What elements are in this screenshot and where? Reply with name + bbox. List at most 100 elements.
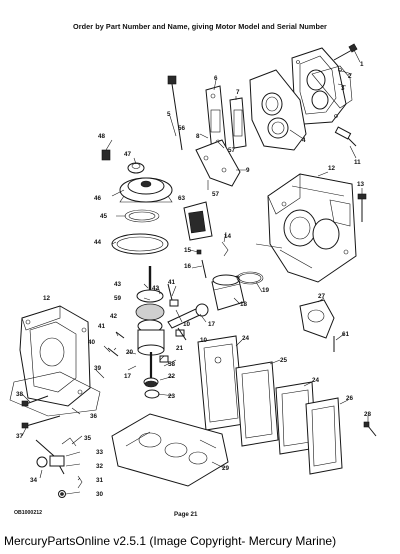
- callout-11: 11: [354, 159, 361, 166]
- callout-3: 3: [341, 85, 345, 92]
- callout-17a: 17: [208, 321, 216, 328]
- callout-30: 30: [96, 491, 104, 498]
- connecting-rod[interactable]: [167, 303, 209, 329]
- callout-41a: 41: [168, 279, 176, 286]
- callout-1: 1: [360, 61, 364, 68]
- callout-10a: 10: [183, 321, 191, 328]
- callout-27: 27: [318, 293, 326, 300]
- callout-47: 47: [124, 151, 132, 158]
- crankshaft[interactable]: [135, 266, 165, 378]
- callout-28: 28: [364, 411, 372, 418]
- callout-43: 43: [114, 281, 122, 288]
- callout-48: 48: [98, 133, 106, 140]
- callout-26: 26: [346, 395, 354, 402]
- callout-36: 36: [90, 413, 98, 420]
- callout-18: 18: [240, 301, 248, 308]
- callout-9: 9: [246, 167, 250, 174]
- callout-33: 33: [96, 449, 104, 456]
- alignment-pins[interactable]: [107, 283, 187, 357]
- page-number: Page 21: [174, 511, 198, 518]
- large-gasket[interactable]: [111, 233, 169, 255]
- callout-32: 32: [96, 463, 104, 470]
- exhaust-cover-gasket[interactable]: [311, 65, 353, 109]
- callout-38: 38: [16, 391, 24, 398]
- mounting-bracket[interactable]: [195, 139, 241, 187]
- callout-13: 13: [357, 181, 365, 188]
- callout-61: 61: [342, 331, 350, 338]
- callout-45: 45: [100, 213, 108, 220]
- callout-63: 63: [178, 195, 186, 202]
- cover-gasket[interactable]: [9, 371, 101, 417]
- callout-58: 58: [168, 361, 176, 368]
- callout-44: 44: [94, 239, 102, 246]
- callout-57b: 57: [212, 191, 220, 198]
- exhaust-cover-plate[interactable]: [291, 47, 347, 125]
- callout-42a: 42: [152, 285, 160, 292]
- block-stud-bolt[interactable]: [357, 193, 367, 222]
- callout-19: 19: [262, 287, 270, 294]
- wrist-pin[interactable]: [201, 259, 207, 279]
- callout-57a: 57: [228, 147, 236, 154]
- callout-41b: 41: [98, 323, 106, 330]
- callout-15: 15: [184, 247, 192, 254]
- callout-23: 23: [168, 393, 176, 400]
- upper-seal[interactable]: [127, 162, 145, 174]
- cover-bolts[interactable]: [21, 395, 61, 429]
- cylinder-block[interactable]: [255, 173, 357, 283]
- callout-10b: 10: [200, 337, 208, 344]
- callout-24a: 24: [242, 335, 250, 342]
- callout-8: 8: [196, 133, 200, 140]
- o-ring-upper[interactable]: [124, 209, 160, 223]
- callout-37: 37: [16, 433, 24, 440]
- small-washers[interactable]: [58, 475, 83, 498]
- callout-39: 39: [94, 365, 102, 372]
- callout-20: 20: [126, 349, 134, 356]
- callout-31: 31: [96, 477, 104, 484]
- callout-56: 56: [178, 125, 186, 132]
- temperature-sensor[interactable]: [334, 126, 357, 147]
- needle-bearing[interactable]: [159, 299, 185, 363]
- callout-7: 7: [236, 89, 240, 96]
- callout-42b: 42: [110, 313, 118, 320]
- exhaust-plate-gasket-d[interactable]: [305, 397, 343, 475]
- lower-seal[interactable]: [143, 377, 160, 399]
- image-copyright-footer: MercuryPartsOnline v2.5.1 (Image Copyrig…: [0, 528, 400, 554]
- piston[interactable]: [211, 274, 245, 311]
- callout-leaders: [21, 49, 369, 495]
- transfer-port-gasket[interactable]: [229, 97, 247, 149]
- thermostat-cover[interactable]: [299, 299, 335, 339]
- exhaust-divider-plate[interactable]: [249, 69, 307, 151]
- end-cap-upper[interactable]: [119, 177, 173, 203]
- callout-12a: 12: [328, 165, 336, 172]
- document-number: OB1000212: [14, 510, 42, 516]
- callout-24b: 24: [312, 377, 320, 384]
- callout-29: 29: [222, 465, 230, 472]
- callout-40: 40: [88, 339, 96, 346]
- callout-2: 2: [348, 73, 352, 80]
- crankcase-cover[interactable]: [19, 305, 91, 407]
- order-instruction-header: Order by Part Number and Name, giving Mo…: [73, 22, 327, 31]
- spring-clip[interactable]: [221, 241, 229, 257]
- callout-21: 21: [176, 345, 184, 352]
- exploded-view-illustration: 1 2 3 4 5 6 7 8 9 10 10 11 12 12 13 14 1…: [9, 43, 377, 498]
- powerhead-base-gasket[interactable]: [111, 413, 229, 487]
- callout-6: 6: [214, 75, 218, 82]
- callout-25: 25: [280, 357, 288, 364]
- cover-screw[interactable]: [333, 43, 358, 61]
- long-bolt[interactable]: [167, 75, 183, 151]
- callout-22: 22: [168, 373, 176, 380]
- flywheel-nut[interactable]: [101, 149, 111, 161]
- exhaust-plate-gasket-b[interactable]: [235, 361, 279, 447]
- callout-17b: 17: [124, 373, 132, 380]
- callout-46: 46: [94, 195, 102, 202]
- throttle-linkage[interactable]: [35, 437, 77, 475]
- callout-5: 5: [167, 111, 171, 118]
- bottom-screw[interactable]: [363, 421, 377, 437]
- callout-59: 59: [114, 295, 122, 302]
- reed-valve-block[interactable]: [183, 201, 213, 241]
- piston-ring[interactable]: [236, 271, 264, 285]
- callout-12b: 12: [43, 295, 51, 302]
- callout-14: 14: [224, 233, 232, 240]
- callout-34: 34: [30, 477, 38, 484]
